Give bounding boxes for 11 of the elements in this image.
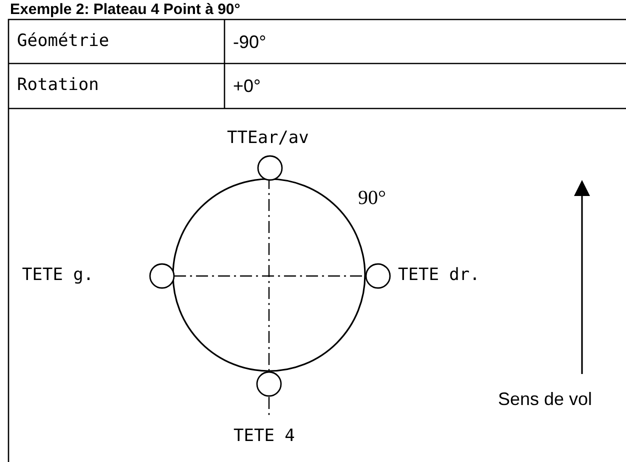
value-text: +0° [233, 77, 261, 95]
row-header: Géométrie [17, 33, 110, 50]
title: Exemple 2: Plateau 4 Point à 90° [10, 2, 240, 17]
position-label: TETE g. [22, 267, 94, 284]
position-label: TTEar/av [227, 130, 309, 147]
position-label: TETE 4 [234, 428, 295, 445]
angle-label: 90° [358, 188, 386, 208]
row-header: Rotation [17, 77, 99, 94]
position-label: TETE dr. [398, 267, 480, 284]
value-text: -90° [233, 33, 266, 51]
direction-label: Sens de vol [498, 390, 592, 408]
